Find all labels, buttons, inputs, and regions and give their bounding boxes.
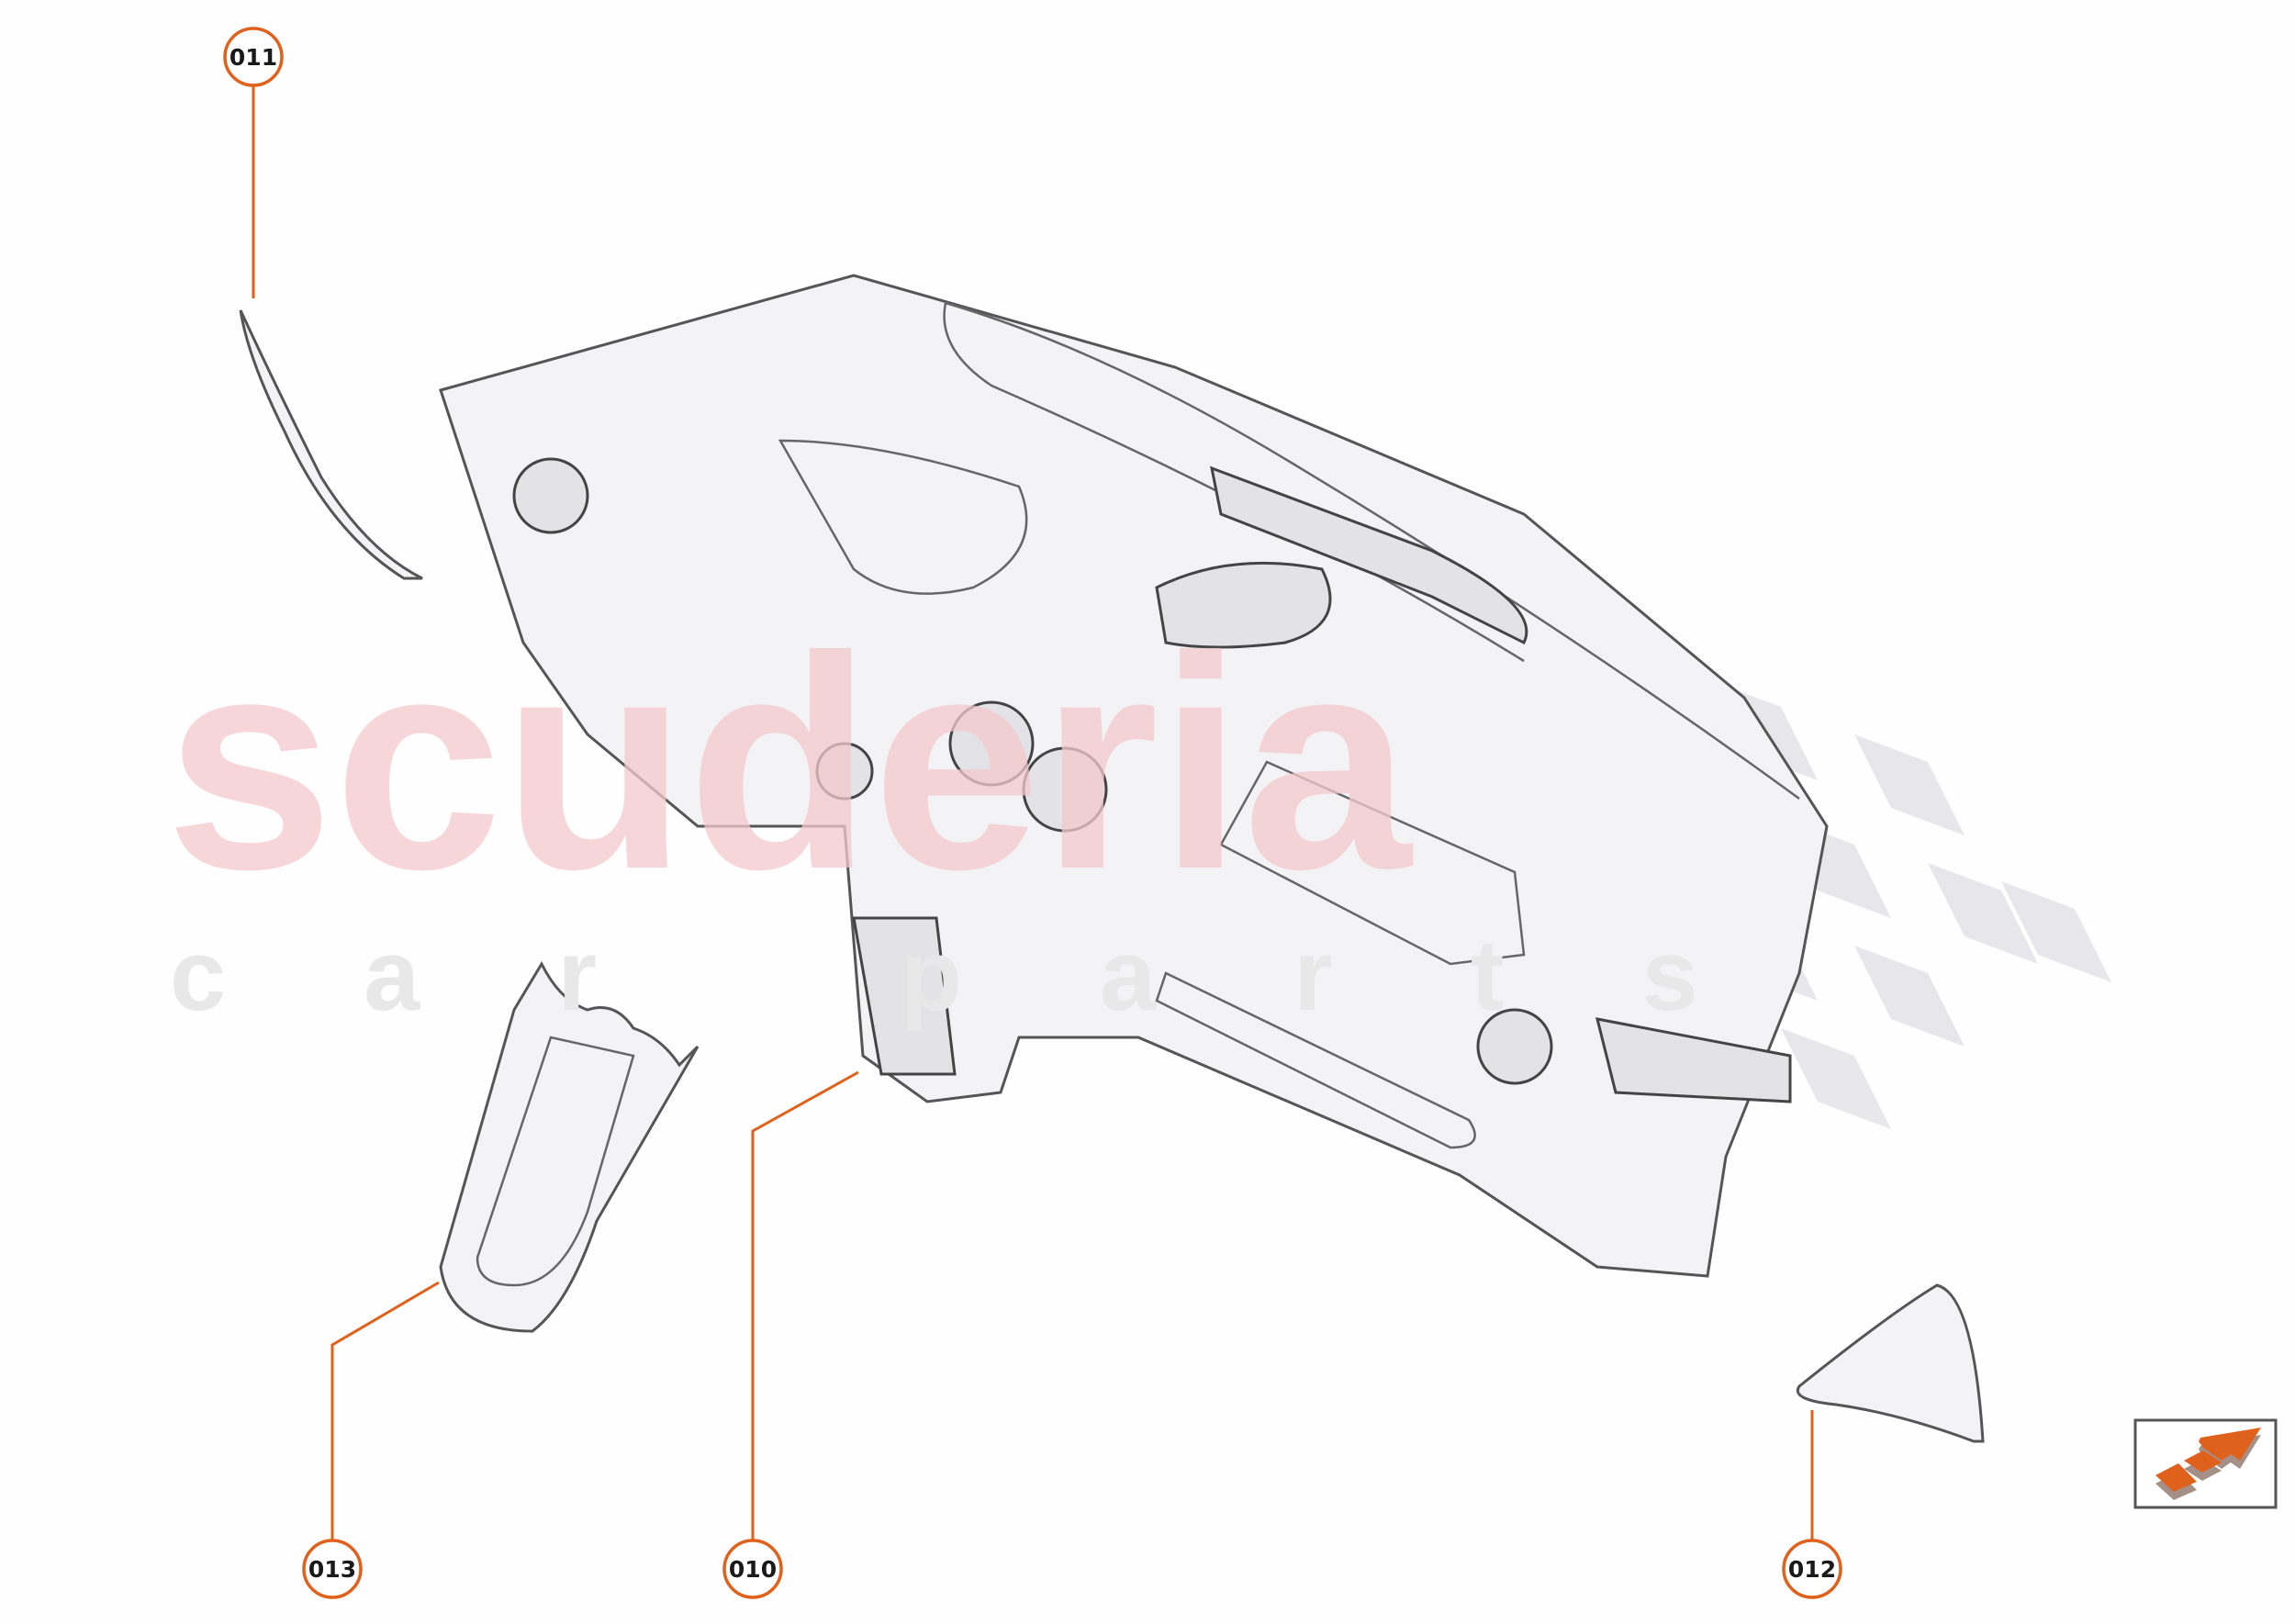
orange-arrow-icon <box>2155 1428 2261 1500</box>
trim-part-012[interactable] <box>1796 1283 1985 1443</box>
callout-label: 013 <box>308 1556 356 1583</box>
watermark-brand: scuderia <box>165 593 1413 932</box>
watermark-subtitle: car parts <box>170 919 1836 1032</box>
callout-011[interactable]: 011 <box>223 27 284 87</box>
leader-lines <box>252 86 1814 1540</box>
navigation-arrow-button[interactable] <box>2133 1418 2278 1509</box>
callout-label: 010 <box>729 1556 777 1583</box>
callout-013[interactable]: 013 <box>302 1539 363 1599</box>
callout-012[interactable]: 012 <box>1782 1539 1842 1599</box>
callout-010[interactable]: 010 <box>722 1539 783 1599</box>
trim-part-011[interactable] <box>239 309 423 580</box>
callout-label: 011 <box>230 44 277 71</box>
callout-label: 012 <box>1788 1556 1836 1583</box>
dashboard-part-010[interactable] <box>439 274 1829 1278</box>
